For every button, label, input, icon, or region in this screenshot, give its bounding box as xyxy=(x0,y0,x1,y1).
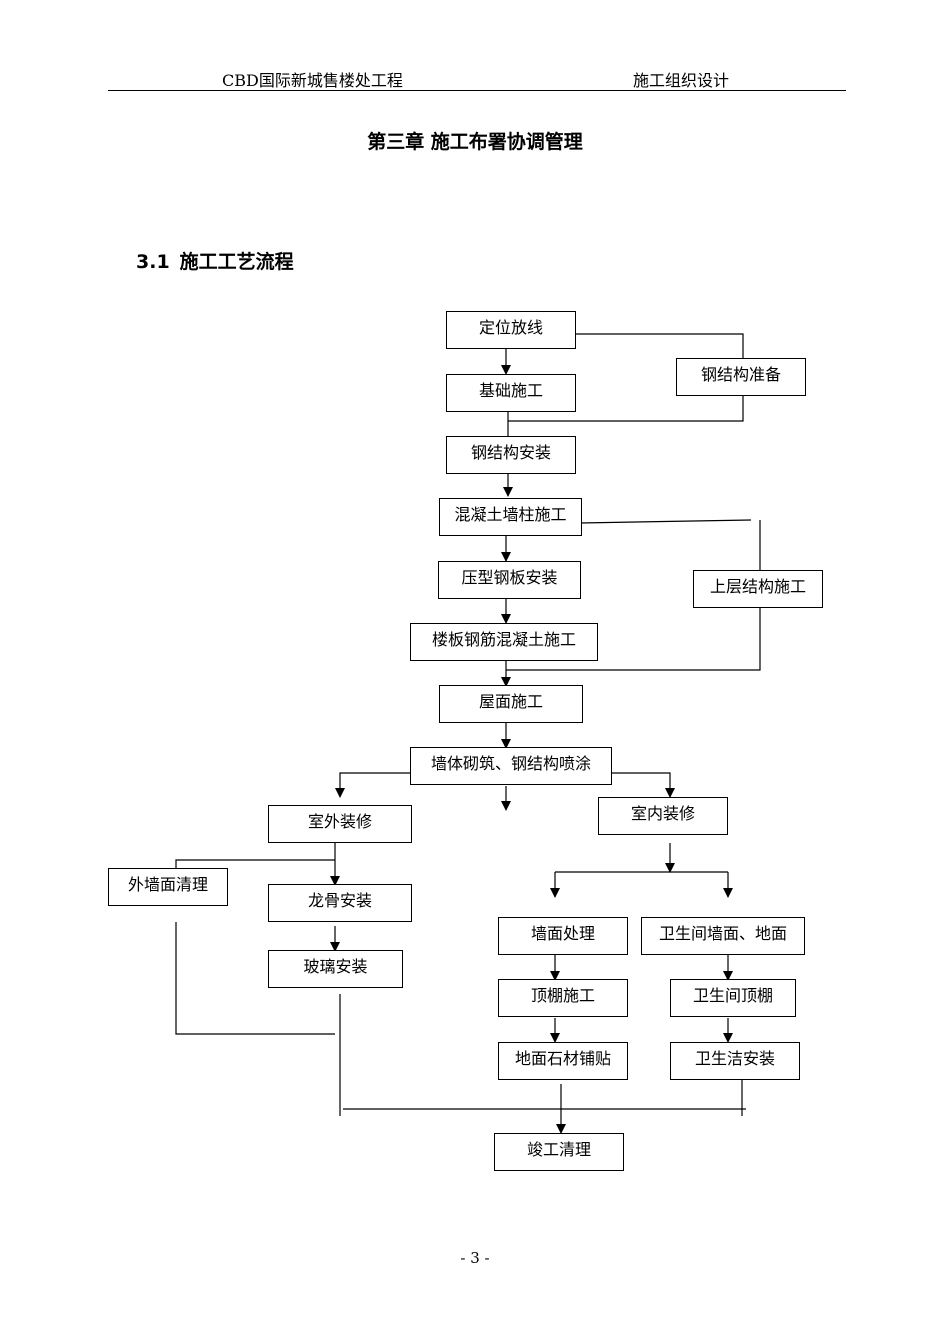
node-wc-wall-floor: 卫生间墙面、地面 xyxy=(641,917,805,955)
line-wallclean-merge xyxy=(175,922,335,1035)
header-document-type: 施工组织设计 xyxy=(633,71,730,90)
page-number: - 3 - xyxy=(460,1249,490,1267)
line-steelprep-back xyxy=(508,396,744,422)
line-exterior-wallclean xyxy=(175,859,335,869)
section-number: 3.1 xyxy=(136,251,170,273)
node-exterior: 室外装修 xyxy=(268,805,412,843)
node-wall-treat: 墙面处理 xyxy=(498,917,628,955)
node-concrete-wall: 混凝土墙柱施工 xyxy=(439,498,582,536)
node-roof: 屋面施工 xyxy=(439,685,583,723)
line-upper-back xyxy=(506,608,761,671)
node-steel-install: 钢结构安装 xyxy=(446,436,576,474)
arrow-masonry-exterior xyxy=(335,772,410,798)
line-setout-steelprep xyxy=(576,333,744,359)
node-keel: 龙骨安装 xyxy=(268,884,412,922)
node-completion: 竣工清理 xyxy=(494,1133,624,1171)
node-sanitary: 卫生洁安装 xyxy=(670,1042,800,1080)
node-stone-floor: 地面石材铺贴 xyxy=(498,1042,628,1080)
node-setout: 定位放线 xyxy=(446,311,576,349)
node-masonry: 墙体砌筑、钢结构喷涂 xyxy=(410,747,612,785)
header-project-name: CBD国际新城售楼处工程 xyxy=(222,71,403,90)
node-ceiling: 顶棚施工 xyxy=(498,979,628,1017)
node-glass: 玻璃安装 xyxy=(268,950,403,988)
section-title: 施工工艺流程 xyxy=(179,251,294,273)
node-interior: 室内装修 xyxy=(598,797,728,835)
node-deck-install: 压型钢板安装 xyxy=(438,561,581,599)
node-wall-clean: 外墙面清理 xyxy=(108,868,228,906)
node-slab: 楼板钢筋混凝土施工 xyxy=(410,623,598,661)
node-wc-ceiling: 卫生间顶棚 xyxy=(670,979,796,1017)
header-divider xyxy=(108,90,846,91)
arrow-masonry-interior xyxy=(611,772,675,798)
node-steel-prep: 钢结构准备 xyxy=(676,358,806,396)
chapter-title: 第三章 施工布署协调管理 xyxy=(367,131,583,153)
node-upper-structure: 上层结构施工 xyxy=(693,570,823,608)
line-concrete-upper xyxy=(579,519,752,524)
node-foundation: 基础施工 xyxy=(446,374,576,412)
section-heading: 3.1 施工工艺流程 xyxy=(136,247,294,274)
